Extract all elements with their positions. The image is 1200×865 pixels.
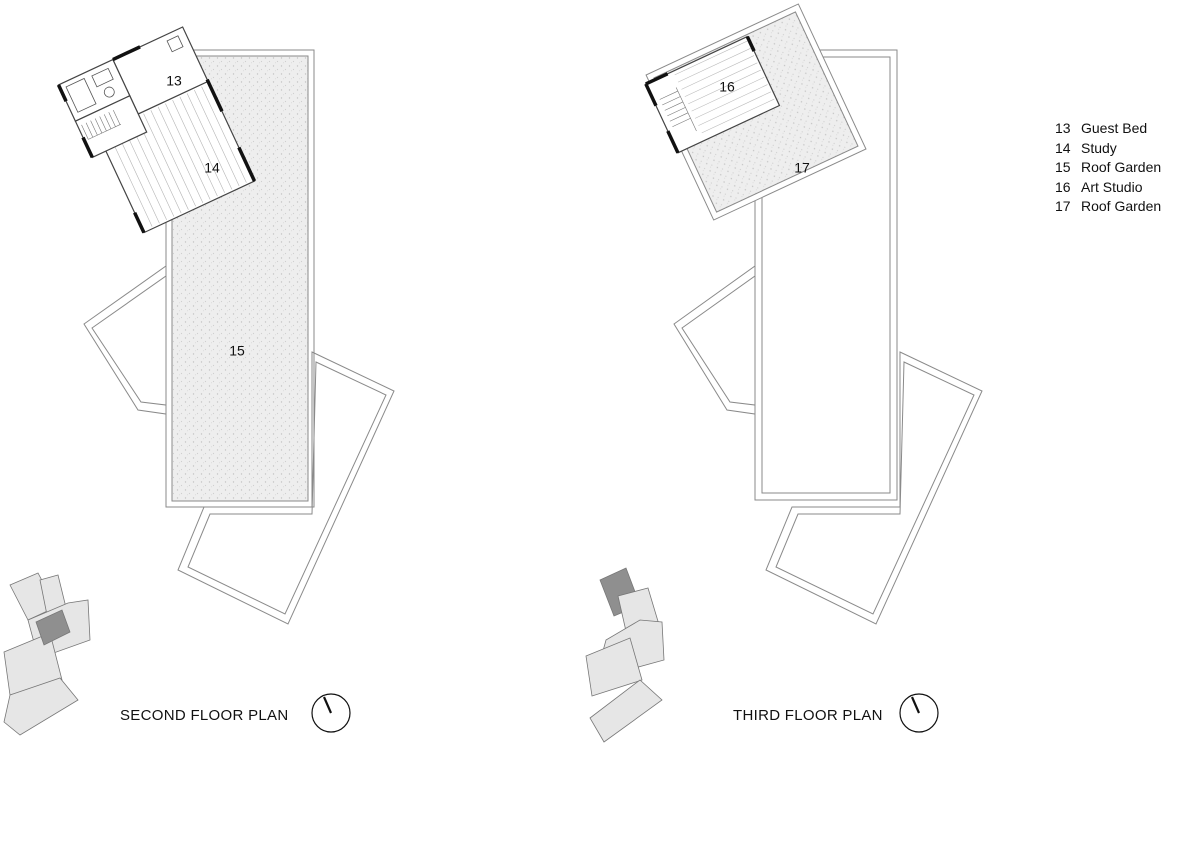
bathroom-fixture-toilet	[103, 86, 115, 98]
legend-label: Roof Garden	[1081, 198, 1162, 214]
room-label-16: 16	[719, 79, 735, 95]
guest-bed-fixture	[166, 35, 184, 53]
stair-treads-3	[659, 87, 697, 132]
legend-label: Guest Bed	[1081, 120, 1148, 136]
room-label-13: 13	[166, 73, 182, 89]
lower-floor-outline-south-3	[765, 351, 983, 625]
room-label-15: 15	[229, 343, 245, 359]
key-plan-third	[585, 567, 665, 743]
legend-row: 15 Roof Garden	[1055, 158, 1161, 178]
legend-number: 13	[1055, 120, 1071, 136]
room-label-17: 17	[794, 160, 810, 176]
legend-row: 14 Study	[1055, 139, 1161, 159]
legend-number: 17	[1055, 198, 1071, 214]
wall-segments	[56, 45, 257, 234]
plan-title-second: SECOND FLOOR PLAN	[120, 707, 288, 724]
third-floor-plan: 16 17 THIRD FLOOR PLAN	[585, 3, 983, 743]
key-plan-second	[3, 572, 91, 736]
north-arrow-third	[899, 693, 939, 733]
second-floor-rooms	[56, 26, 257, 234]
roof-garden-slab-15	[165, 49, 315, 508]
legend-number: 15	[1055, 159, 1071, 175]
second-floor-plan: 13 14 15 SECOND FLOOR PLAN	[3, 26, 395, 736]
bathroom-fixture-sink	[91, 67, 114, 88]
legend-label: Roof Garden	[1081, 159, 1162, 175]
room-label-14: 14	[204, 160, 220, 176]
lower-floor-outline-west-3	[673, 265, 756, 415]
wall-segments-3	[644, 35, 756, 154]
legend-label: Art Studio	[1081, 178, 1143, 195]
plan-title-third: THIRD FLOOR PLAN	[733, 707, 883, 724]
legend-row: 16 Art Studio	[1055, 178, 1161, 198]
lower-roof-slab-inner	[761, 56, 891, 494]
legend-row: 17 Roof Garden	[1055, 197, 1161, 217]
bathroom-fixture-tub	[65, 77, 97, 113]
lower-roof-slab	[754, 49, 898, 501]
third-floor-rooms	[644, 3, 867, 221]
north-arrow-second	[311, 693, 351, 733]
lower-floor-outline-west	[83, 265, 167, 415]
legend-number: 16	[1055, 178, 1071, 195]
stair-treads	[81, 109, 122, 140]
legend-number: 14	[1055, 139, 1071, 156]
legend-row: 13 Guest Bed	[1055, 119, 1161, 139]
legend-label: Study	[1081, 139, 1117, 156]
studio-floorboards	[674, 40, 775, 134]
